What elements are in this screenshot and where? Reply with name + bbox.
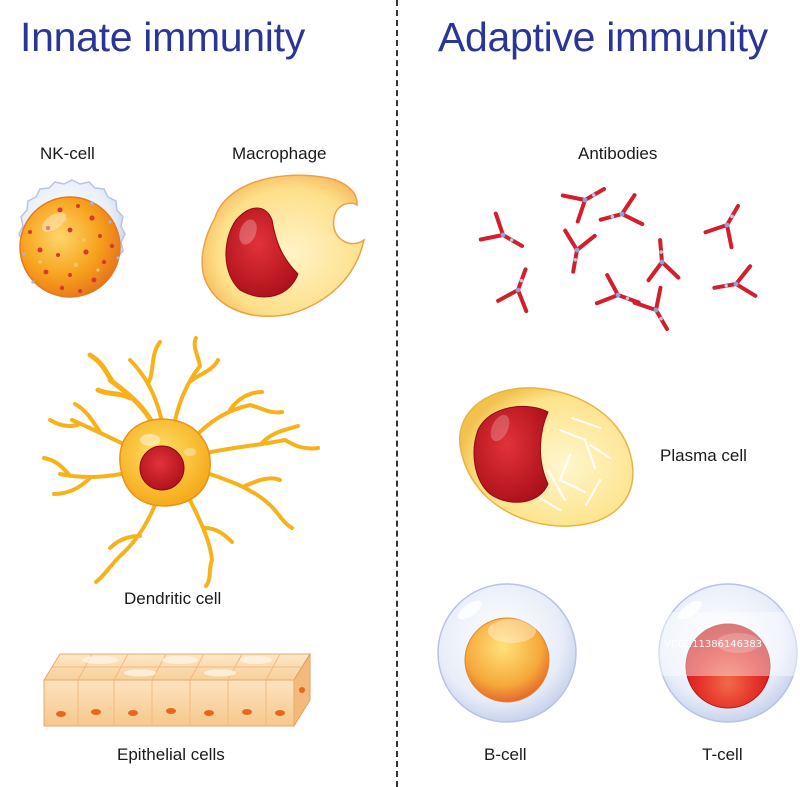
watermark-logo: VCG — [590, 627, 659, 661]
dendritic-cell-label: Dendritic cell — [124, 589, 222, 608]
t-cell-illustration — [658, 583, 798, 723]
plasma-cell-illustration — [459, 387, 634, 527]
adaptive-immunity-heading: Adaptive immunity — [438, 14, 768, 60]
b-cell-label: B-cell — [484, 745, 527, 764]
section-divider — [396, 0, 398, 787]
plasma-cell-label: Plasma cell — [660, 446, 747, 465]
watermark-id: VCG211386146383 — [664, 638, 763, 650]
watermark: VCG VCG211386146383 — [578, 612, 800, 676]
epithelial-cells-label: Epithelial cells — [117, 745, 225, 764]
epithelial-cells-illustration — [43, 652, 311, 728]
macrophage-illustration — [201, 174, 366, 317]
antibodies-label: Antibodies — [578, 144, 658, 163]
nk-cell-illustration — [18, 179, 126, 298]
nk-cell-label: NK-cell — [40, 144, 95, 163]
antibodies-illustration — [478, 174, 758, 339]
macrophage-label: Macrophage — [232, 144, 327, 163]
t-cell-label: T-cell — [702, 745, 743, 764]
b-cell-illustration — [437, 583, 577, 723]
innate-immunity-heading: Innate immunity — [20, 14, 305, 60]
dendritic-cell-illustration — [42, 336, 320, 588]
